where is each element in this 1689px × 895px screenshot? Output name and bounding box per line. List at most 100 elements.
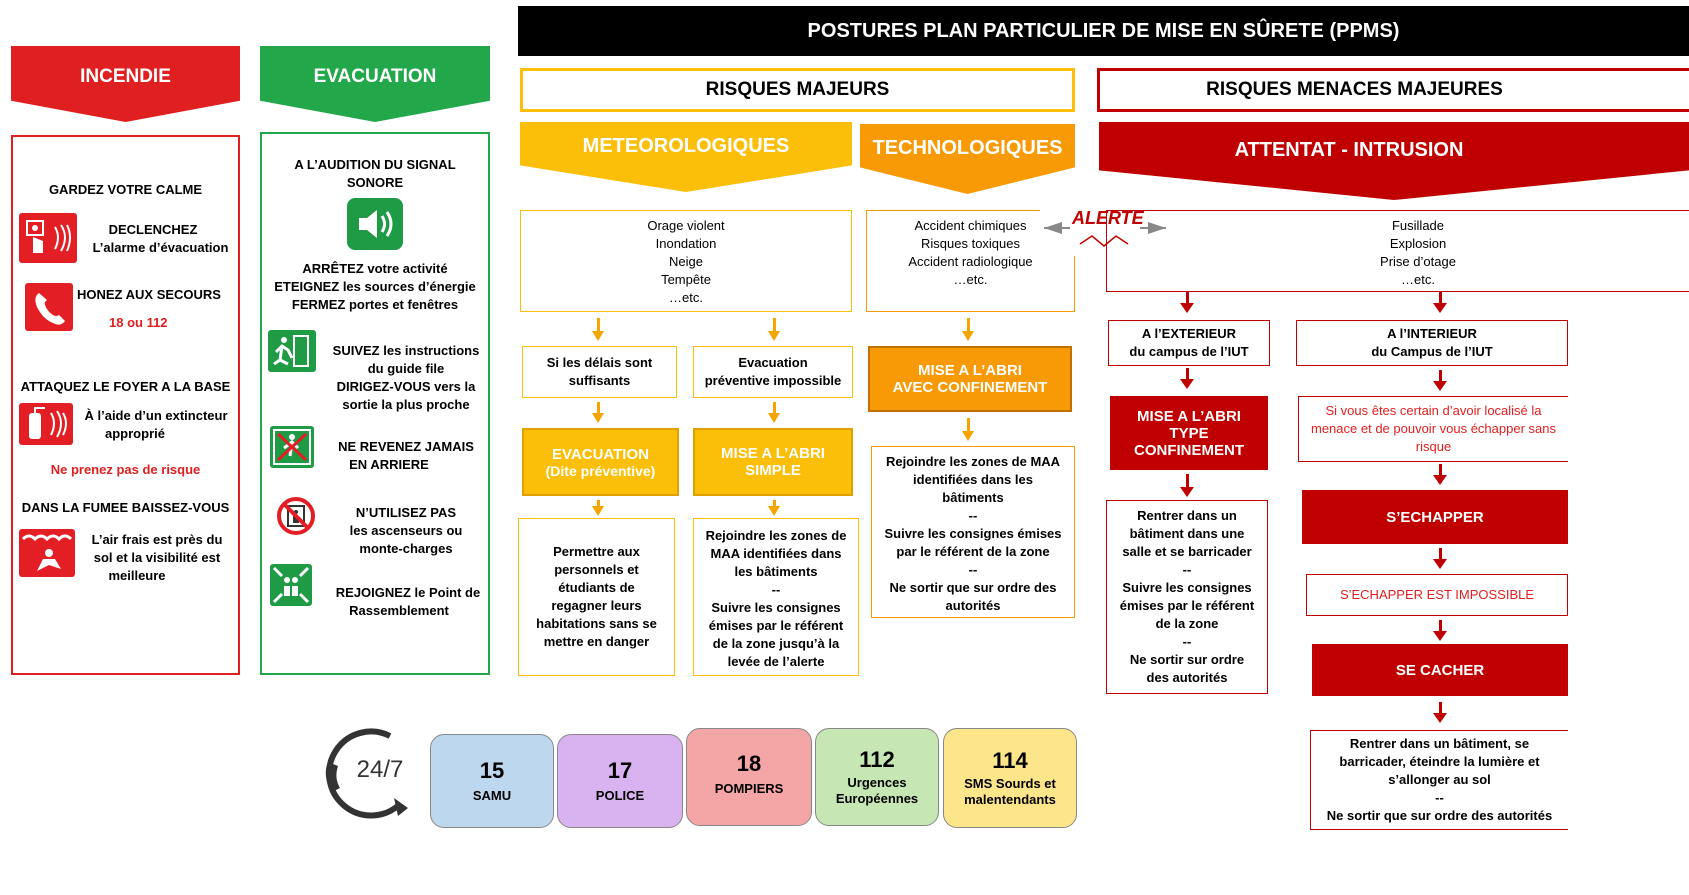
evacuation-panel: A L’AUDITION DU SIGNAL SONORE ARRÊTEZ vo… xyxy=(260,132,490,675)
action-line: MISE A L’ABRI xyxy=(1137,407,1241,425)
menace-item: …etc. xyxy=(1401,272,1435,287)
revenez-line-2: EN ARRIERE xyxy=(349,457,429,472)
detail-line: des autorités xyxy=(1146,670,1228,685)
detail-line: -- xyxy=(968,508,978,523)
impossible-label: S’ECHAPPER EST IMPOSSIBLE xyxy=(1339,587,1535,602)
cond-line: menace et de pouvoir vous échapper sans xyxy=(1311,421,1556,436)
cond-line: risque xyxy=(1415,439,1452,454)
detail-line: regagner leurs xyxy=(551,598,642,613)
arrow-down-icon xyxy=(1433,631,1447,641)
air-line-2: sol et la visibilité est xyxy=(93,550,221,565)
menaces-items-box: Fusillade Explosion Prise d’otage …etc. xyxy=(1106,210,1689,292)
detail-line: -- xyxy=(1182,634,1192,649)
exterieur-box: A l’EXTERIEUR du campus de l’IUT xyxy=(1108,320,1270,366)
eteignez-text: ETEIGNEZ les sources d’énergie xyxy=(274,279,476,294)
ascenseur-line-2: les ascenseurs ou xyxy=(349,523,463,538)
meteo-item: Inondation xyxy=(655,236,717,251)
detail-line: mettre en danger xyxy=(543,634,650,649)
urgences-number-box[interactable]: 112 Urgences Européennes xyxy=(815,728,939,826)
arrow-down-icon xyxy=(1433,559,1447,569)
detail-line: MAA identifiées dans xyxy=(710,546,842,561)
suivez-line-3: DIRIGEZ-VOUS vers la xyxy=(336,379,476,394)
detail-line: par le référent de la zone xyxy=(896,544,1050,559)
revenez-line-1: NE REVENEZ JAMAIS xyxy=(338,439,474,454)
arrow-stem xyxy=(597,500,600,508)
risques-majeurs-header: RISQUES MAJEURS xyxy=(520,68,1075,112)
techno-item: …etc. xyxy=(953,272,988,287)
menace-item: Prise d’otage xyxy=(1380,254,1456,269)
evacuation-header: EVACUATION xyxy=(260,46,490,122)
phone-icon xyxy=(25,283,73,331)
meteo-header-label: METEOROLOGIQUES xyxy=(582,134,790,157)
exit-runner-icon xyxy=(268,330,316,372)
number-value: 15 xyxy=(479,758,505,783)
declenchez-line-1: DECLENCHEZ xyxy=(108,222,198,237)
detail-line: -- xyxy=(1182,562,1192,577)
hours-label: 24/7 xyxy=(356,756,404,783)
police-number-box[interactable]: 17 POLICE xyxy=(557,734,683,828)
int-line: du Campus de l’IUT xyxy=(1371,344,1493,359)
arrow-down-icon xyxy=(768,506,780,516)
techno-items-box: Accident chimiques Risques toxiques Acci… xyxy=(866,210,1075,312)
pompiers-number-box[interactable]: 18 POMPIERS xyxy=(686,728,812,826)
arrow-stem xyxy=(1439,370,1442,382)
menace-item: Explosion xyxy=(1389,236,1447,251)
no-risk-text: Ne prenez pas de risque xyxy=(50,462,201,477)
detail-line: autorités xyxy=(945,598,1001,613)
rejoignez-line-2: Rassemblement xyxy=(349,603,449,618)
arrow-down-icon xyxy=(1433,475,1447,485)
number-label: Urgences Européennes xyxy=(835,775,919,806)
samu-number-box[interactable]: 15 SAMU xyxy=(430,734,554,828)
alerte-logo: ALERTE xyxy=(1040,206,1170,256)
detail-line: habitations sans se xyxy=(536,616,657,631)
action-line: TYPE xyxy=(1169,424,1209,442)
assembly-point-icon xyxy=(270,564,312,606)
meteo-item: …etc. xyxy=(669,290,703,305)
suivez-line-4: sortie la plus proche xyxy=(342,397,470,412)
detail-line: de la zone xyxy=(1155,616,1219,631)
number-label: POLICE xyxy=(595,788,645,803)
arrow-down-icon xyxy=(768,413,780,423)
detail-line: s’allonger au sol xyxy=(1388,772,1491,787)
arrow-stem xyxy=(597,402,600,414)
air-line-1: L’air frais est près du xyxy=(91,532,223,547)
arrow-stem xyxy=(967,418,970,432)
sms-number-box[interactable]: 114 SMS Sourds et malentendants xyxy=(943,728,1077,828)
number-value: 18 xyxy=(736,751,762,776)
techno-item: Risques toxiques xyxy=(921,236,1020,251)
detail-line: Rejoindre les zones de MAA xyxy=(885,454,1061,469)
evacuation-preventive-box: EVACUATION (Dite préventive) xyxy=(522,428,679,496)
arrow-down-icon xyxy=(592,413,604,423)
arrow-stem xyxy=(597,318,600,332)
arrow-stem xyxy=(773,402,776,414)
incendie-header: INCENDIE xyxy=(11,46,240,122)
detail-line: les bâtiments xyxy=(734,564,818,579)
detail-line: Suivre les consignes xyxy=(1122,580,1252,595)
incendie-header-label: INCENDIE xyxy=(80,66,171,87)
action-line: AVEC CONFINEMENT xyxy=(892,379,1048,396)
techno-header: TECHNOLOGIQUES xyxy=(860,124,1075,194)
mise-abri-confinement-box: MISE A L’ABRI AVEC CONFINEMENT xyxy=(868,346,1072,412)
extincteur-line-1: À l’aide d’un extincteur xyxy=(84,408,228,423)
arrow-stem xyxy=(1439,620,1442,632)
meteo-item: Neige xyxy=(669,254,703,269)
action-line: SIMPLE xyxy=(745,462,801,479)
echapper-box: S’ECHAPPER xyxy=(1302,490,1568,544)
cond-line: Si vous êtes certain d’avoir localisé la xyxy=(1325,403,1542,418)
arrow-down-icon xyxy=(1180,379,1194,389)
mise-abri-type-confinement-box: MISE A L’ABRI TYPE CONFINEMENT xyxy=(1110,396,1268,470)
arrow-down-icon xyxy=(1180,487,1194,497)
echapper-impossible-box: S’ECHAPPER EST IMPOSSIBLE xyxy=(1306,574,1568,616)
number-value: 112 xyxy=(859,747,895,772)
arrow-down-icon xyxy=(1433,303,1447,313)
no-return-icon xyxy=(270,426,314,468)
extincteur-line-2: approprié xyxy=(105,426,165,441)
attaquez-text: ATTAQUEZ LE FOYER A LA BASE xyxy=(20,379,231,394)
arrow-down-icon xyxy=(962,431,974,441)
cond-line: préventive impossible xyxy=(704,373,842,388)
smoke-crawl-icon xyxy=(19,529,75,577)
techno-header-label: TECHNOLOGIQUES xyxy=(872,136,1063,159)
detail-line: -- xyxy=(968,562,978,577)
number-label: POMPIERS xyxy=(714,781,784,796)
detail-line: Rentrer dans un xyxy=(1137,508,1237,523)
